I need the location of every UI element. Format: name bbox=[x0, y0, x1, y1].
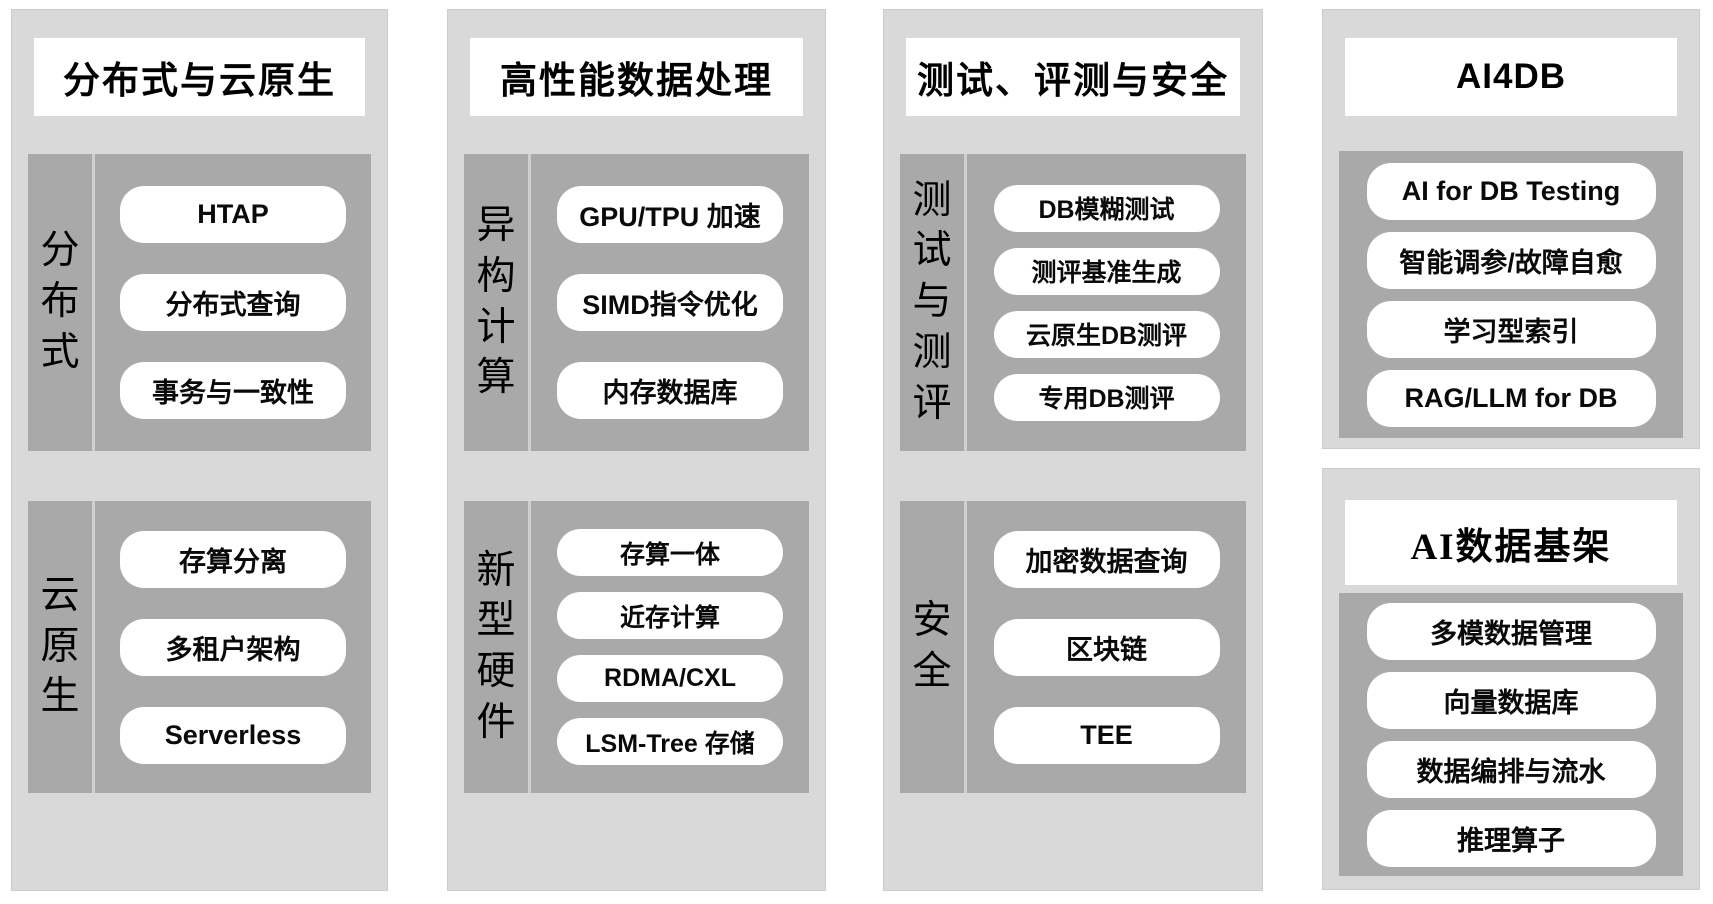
section-ai-data-infrastructure: 多模数据管理 向量数据库 数据编排与流水 推理算子 bbox=[1339, 593, 1683, 876]
column-title-high-performance: 高性能数据处理 bbox=[470, 38, 803, 116]
column-title-distributed-cloud-native: 分布式与云原生 bbox=[34, 38, 365, 116]
pill-list: 多模数据管理 向量数据库 数据编排与流水 推理算子 bbox=[1339, 593, 1683, 876]
topic-pill-near-memory-computing: 近存计算 bbox=[557, 592, 783, 639]
topic-pill-vector-database: 向量数据库 bbox=[1366, 671, 1656, 729]
section-distributed: 分布式 HTAP 分布式查询 事务与一致性 bbox=[28, 154, 371, 451]
pill-list: 存算一体 近存计算 RDMA/CXL LSM-Tree 存储 bbox=[531, 501, 809, 793]
topic-pill-multi-model-data-management: 多模数据管理 bbox=[1366, 602, 1656, 660]
section-label-new-hardware: 新型硬件 bbox=[476, 548, 516, 744]
section-label-heterogeneous-computing: 异构计算 bbox=[476, 204, 516, 400]
topic-pill-simd-optimization: SIMD指令优化 bbox=[557, 274, 783, 331]
topic-pill-transactions-consistency: 事务与一致性 bbox=[120, 362, 346, 419]
topic-pill-ai-for-db-testing: AI for DB Testing bbox=[1366, 162, 1656, 220]
topic-pill-lsm-tree-storage: LSM-Tree 存储 bbox=[557, 718, 783, 765]
section-cloud-native: 云原生 存算分离 多租户架构 Serverless bbox=[28, 501, 371, 793]
section-new-hardware: 新型硬件 存算一体 近存计算 RDMA/CXL LSM-Tree 存储 bbox=[464, 501, 809, 793]
section-label-strip: 分布式 bbox=[28, 154, 95, 451]
topic-pill-serverless: Serverless bbox=[120, 706, 346, 764]
section-label-strip: 测试与测评 bbox=[900, 154, 967, 451]
topic-pill-encrypted-data-query: 加密数据查询 bbox=[993, 530, 1220, 588]
panel-testing-security: 测试、评测与安全 测试与测评 DB模糊测试 测评基准生成 云原生DB测评 专用D… bbox=[883, 9, 1263, 891]
section-label-strip: 安全 bbox=[900, 501, 967, 793]
section-ai4db: AI for DB Testing 智能调参/故障自愈 学习型索引 RAG/LL… bbox=[1339, 151, 1683, 438]
section-label-testing-benchmarking: 测试与测评 bbox=[912, 178, 952, 425]
column-title-testing-security: 测试、评测与安全 bbox=[906, 38, 1240, 116]
topic-pill-processing-in-memory: 存算一体 bbox=[557, 529, 783, 576]
pill-list: AI for DB Testing 智能调参/故障自愈 学习型索引 RAG/LL… bbox=[1339, 151, 1683, 438]
topic-pill-distributed-query: 分布式查询 bbox=[120, 274, 346, 331]
topic-pill-rdma-cxl: RDMA/CXL bbox=[557, 655, 783, 702]
topic-pill-specialized-db-benchmark: 专用DB测评 bbox=[993, 373, 1220, 421]
pill-list: HTAP 分布式查询 事务与一致性 bbox=[95, 154, 371, 451]
topic-pill-auto-tuning-self-healing: 智能调参/故障自愈 bbox=[1366, 231, 1656, 289]
section-heterogeneous-computing: 异构计算 GPU/TPU 加速 SIMD指令优化 内存数据库 bbox=[464, 154, 809, 451]
panel-distributed-cloud-native: 分布式与云原生 分布式 HTAP 分布式查询 事务与一致性 云原生 存算分离 多… bbox=[11, 9, 388, 891]
topic-pill-gpu-tpu-acceleration: GPU/TPU 加速 bbox=[557, 186, 783, 243]
section-security: 安全 加密数据查询 区块链 TEE bbox=[900, 501, 1246, 793]
section-label-cloud-native: 云原生 bbox=[40, 573, 80, 719]
topic-pill-benchmark-generation: 测评基准生成 bbox=[993, 247, 1220, 295]
topic-pill-blockchain: 区块链 bbox=[993, 618, 1220, 676]
pill-list: GPU/TPU 加速 SIMD指令优化 内存数据库 bbox=[531, 154, 809, 451]
topic-pill-multi-tenant: 多租户架构 bbox=[120, 618, 346, 676]
section-label-strip: 异构计算 bbox=[464, 154, 531, 451]
section-label-strip: 云原生 bbox=[28, 501, 95, 793]
topic-pill-cloud-native-db-benchmark: 云原生DB测评 bbox=[993, 310, 1220, 358]
topic-pill-db-fuzzing: DB模糊测试 bbox=[993, 184, 1220, 232]
topic-pill-tee: TEE bbox=[993, 706, 1220, 764]
panel-high-performance: 高性能数据处理 异构计算 GPU/TPU 加速 SIMD指令优化 内存数据库 新… bbox=[447, 9, 826, 891]
topic-pill-htap: HTAP bbox=[120, 186, 346, 243]
panel-ai-data-infrastructure: AI数据基架 多模数据管理 向量数据库 数据编排与流水 推理算子 bbox=[1322, 468, 1700, 890]
pill-list: 加密数据查询 区块链 TEE bbox=[967, 501, 1246, 793]
section-label-strip: 新型硬件 bbox=[464, 501, 531, 793]
panel-ai4db: AI4DB AI for DB Testing 智能调参/故障自愈 学习型索引 … bbox=[1322, 9, 1700, 449]
column-title-ai-data-infrastructure: AI数据基架 bbox=[1345, 500, 1677, 585]
topic-pill-inference-operators: 推理算子 bbox=[1366, 809, 1656, 867]
section-testing-benchmarking: 测试与测评 DB模糊测试 测评基准生成 云原生DB测评 专用DB测评 bbox=[900, 154, 1246, 451]
pill-list: DB模糊测试 测评基准生成 云原生DB测评 专用DB测评 bbox=[967, 154, 1246, 451]
topic-pill-rag-llm-for-db: RAG/LLM for DB bbox=[1366, 369, 1656, 427]
topic-pill-storage-compute-separation: 存算分离 bbox=[120, 530, 346, 588]
topic-pill-data-orchestration-pipeline: 数据编排与流水 bbox=[1366, 740, 1656, 798]
column-title-ai4db: AI4DB bbox=[1345, 38, 1677, 116]
topic-pill-learned-index: 学习型索引 bbox=[1366, 300, 1656, 358]
topic-pill-in-memory-db: 内存数据库 bbox=[557, 362, 783, 419]
pill-list: 存算分离 多租户架构 Serverless bbox=[95, 501, 371, 793]
section-label-security: 安全 bbox=[912, 599, 952, 693]
section-label-distributed: 分布式 bbox=[40, 229, 80, 374]
